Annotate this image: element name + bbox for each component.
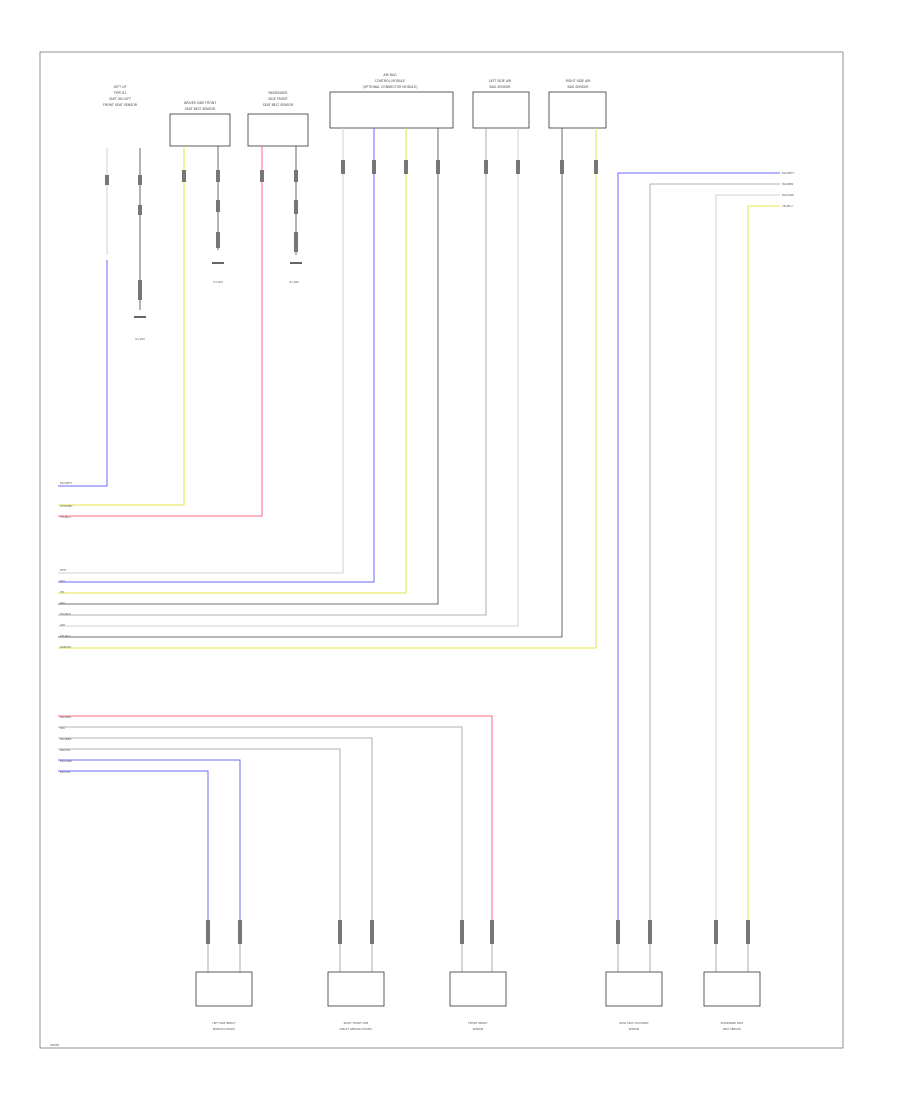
- bottom-component-b5: PASSENGER SEAT BELT SENSOR: [703, 944, 761, 1031]
- svg-text:LEFT UP: LEFT UP: [114, 85, 127, 89]
- ground-2: G1-200: [212, 262, 224, 284]
- wires-left-side-sensor: [58, 128, 520, 627]
- svg-text:YEL: YEL: [60, 590, 65, 594]
- svg-text:BLU/GRN: BLU/GRN: [60, 759, 72, 763]
- svg-text:BAG SENSOR: BAG SENSOR: [568, 85, 590, 89]
- wires-c2: [58, 146, 220, 506]
- svg-text:PASSENGER: PASSENGER: [268, 91, 288, 95]
- svg-text:BELT SENSOR: BELT SENSOR: [723, 1027, 741, 1031]
- svg-text:AIR BAG: AIR BAG: [383, 73, 397, 77]
- svg-text:G1-200: G1-200: [135, 337, 145, 341]
- svg-text:BLK: BLK: [60, 726, 65, 730]
- svg-text:BLU/YEL: BLU/YEL: [60, 770, 71, 774]
- svg-text:BLU/WHT: BLU/WHT: [60, 481, 72, 485]
- svg-text:WHT/RED: WHT/RED: [60, 504, 72, 508]
- svg-text:G1-200: G1-200: [289, 280, 299, 284]
- svg-text:WHT: WHT: [60, 568, 67, 572]
- svg-text:BLK/YEL: BLK/YEL: [60, 748, 71, 752]
- svg-text:REAR SEAT OCCUPANT: REAR SEAT OCCUPANT: [619, 1021, 649, 1025]
- svg-text:G1-200: G1-200: [213, 280, 223, 284]
- svg-text:YEL/BLU: YEL/BLU: [60, 515, 71, 519]
- component-label-c2: DRIVER SIDE FRONT SEAT BELT SENSOR: [184, 101, 216, 111]
- svg-text:FRONT SEAT SENSOR: FRONT SEAT SENSOR: [103, 103, 138, 107]
- bottom-component-b4: REAR SEAT OCCUPANT SENSOR: [605, 944, 663, 1031]
- svg-text:CONTROL MODULE: CONTROL MODULE: [375, 79, 405, 83]
- svg-text:BLK: BLK: [60, 601, 65, 605]
- svg-text:GRY: GRY: [60, 623, 66, 627]
- svg-text:FRONT IMPACT: FRONT IMPACT: [468, 1021, 488, 1025]
- svg-text:RIGHT SIDE AIR: RIGHT SIDE AIR: [566, 79, 592, 83]
- svg-text:IMPACT SENSOR (FRONT): IMPACT SENSOR (FRONT): [340, 1027, 373, 1031]
- left-wire-labels-group4: BLK/RED BLK BLK/BRN BLK/YEL BLU/GRN BLU/…: [60, 715, 72, 774]
- svg-text:SIDE FRONT: SIDE FRONT: [268, 97, 287, 101]
- connector-box-c6: [548, 91, 607, 129]
- wires-c1: [58, 148, 142, 487]
- svg-text:(OPTIONAL CONNECTOR MODULE): (OPTIONAL CONNECTOR MODULE): [363, 85, 418, 89]
- svg-text:BLK/RED: BLK/RED: [60, 715, 71, 719]
- svg-text:BLK/BRN: BLK/BRN: [60, 737, 71, 741]
- svg-text:LEFT SIDE AIR: LEFT SIDE AIR: [489, 79, 512, 83]
- svg-text:BLU: BLU: [60, 579, 65, 583]
- svg-text:SENSOR: SENSOR: [473, 1027, 484, 1031]
- bottom-component-b3: FRONT IMPACT SENSOR: [449, 944, 507, 1031]
- svg-text:BAG SENSOR: BAG SENSOR: [490, 85, 512, 89]
- svg-text:PASSENGER SEAT: PASSENGER SEAT: [721, 1021, 744, 1025]
- bottom-component-b1: LEFT SIDE IMPACT SENSOR (FRONT): [195, 944, 253, 1031]
- svg-text:BLK/BLU: BLK/BLU: [60, 612, 71, 616]
- svg-text:GRN/YEL: GRN/YEL: [60, 645, 72, 649]
- component-label-c4: AIR BAG CONTROL MODULE (OPTIONAL CONNECT…: [363, 73, 418, 89]
- left-wire-labels-group3: WHT BLU YEL BLK BLK/BLU GRY YEL/BLU GRN/…: [60, 568, 72, 649]
- svg-text:DRIVER SIDE FRONT: DRIVER SIDE FRONT: [184, 101, 216, 105]
- right-wire-labels: BLU/WHT BLK/BRN BLK/GRN YEL/BLU: [782, 171, 794, 208]
- svg-text:UNIT ON LEFT: UNIT ON LEFT: [109, 97, 131, 101]
- svg-text:SEAT BELT SENSOR: SEAT BELT SENSOR: [263, 103, 294, 107]
- wires-c3: [58, 146, 298, 517]
- footer-id: W0000: [50, 1043, 60, 1047]
- component-label-c6: RIGHT SIDE AIR BAG SENSOR: [566, 79, 592, 89]
- svg-text:BLK/BRN: BLK/BRN: [782, 182, 793, 186]
- wires-lower-bundle: [58, 715, 493, 920]
- svg-text:SENSOR: SENSOR: [629, 1027, 640, 1031]
- left-wire-labels-group1: BLU/WHT: [60, 481, 72, 485]
- svg-text:TYPE B1: TYPE B1: [112, 91, 126, 95]
- svg-text:RIGHT FRONT SIDE: RIGHT FRONT SIDE: [344, 1021, 369, 1025]
- ground-3: G1-200: [289, 262, 302, 284]
- left-wire-labels-group2: WHT/RED YEL/BLU: [60, 504, 72, 519]
- diagram-frame: [39, 51, 844, 1049]
- ground-1: G1-200: [134, 316, 146, 341]
- svg-text:YEL/BLU: YEL/BLU: [60, 634, 71, 638]
- component-label-c1: LEFT UP TYPE B1 UNIT ON LEFT FRONT SEAT …: [103, 85, 138, 107]
- svg-text:SENSOR (FRONT): SENSOR (FRONT): [213, 1027, 235, 1031]
- bottom-connectors: [206, 920, 750, 944]
- component-label-c3: PASSENGER SIDE FRONT SEAT BELT SENSOR: [263, 91, 294, 107]
- wires-right-bundle: [617, 172, 780, 920]
- wires-right-side-sensor: [58, 128, 598, 649]
- svg-text:BLU/WHT: BLU/WHT: [782, 171, 794, 175]
- svg-text:YEL/BLU: YEL/BLU: [782, 204, 793, 208]
- wires-control-module: [58, 128, 440, 605]
- svg-text:SEAT BELT SENSOR: SEAT BELT SENSOR: [185, 107, 216, 111]
- connector-box-c4: [329, 91, 454, 129]
- connector-box-c5: [472, 91, 530, 129]
- bottom-component-b2: RIGHT FRONT SIDE IMPACT SENSOR (FRONT): [327, 944, 385, 1031]
- svg-text:LEFT SIDE IMPACT: LEFT SIDE IMPACT: [212, 1021, 236, 1025]
- connector-box-c2: [169, 113, 231, 147]
- svg-text:BLK/GRN: BLK/GRN: [782, 193, 794, 197]
- component-label-c5: LEFT SIDE AIR BAG SENSOR: [489, 79, 512, 89]
- connector-box-c3: [247, 113, 309, 147]
